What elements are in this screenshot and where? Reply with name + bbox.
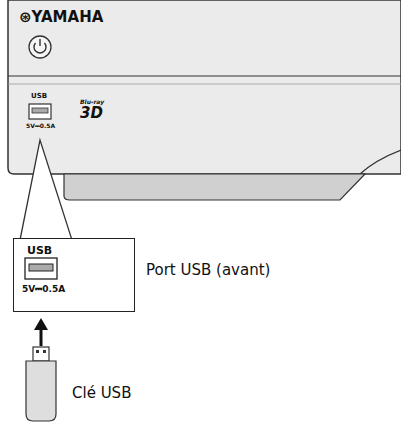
brand-logo: ⊛YAMAHA xyxy=(19,10,103,25)
port-caption: Port USB (avant) xyxy=(146,263,270,278)
zoom-callout-box: USB 5V⎓0.5A xyxy=(13,238,135,312)
bluray-logo: Blu-ray xyxy=(80,99,104,105)
power-rating: 5V⎓0.5A xyxy=(22,285,65,294)
stick-caption: Clé USB xyxy=(72,386,131,401)
port-label: USB xyxy=(31,93,47,100)
power-rating: 5V⎓0.5A xyxy=(26,123,55,129)
port-label: USB xyxy=(27,245,52,256)
3d-logo: 3D xyxy=(80,106,103,121)
